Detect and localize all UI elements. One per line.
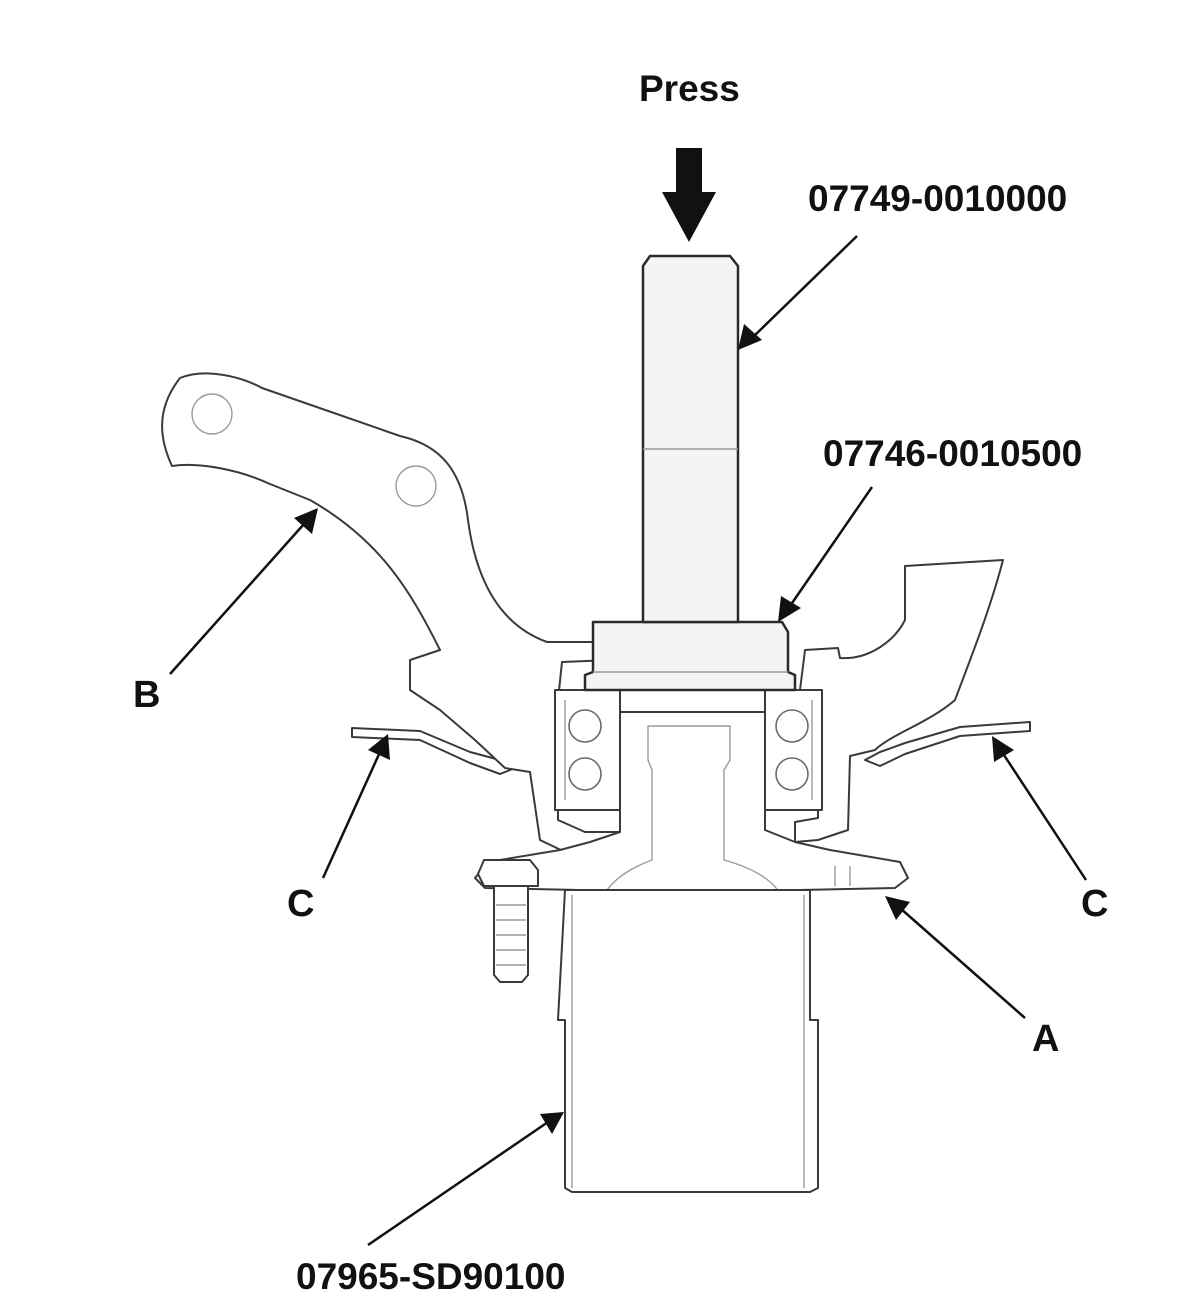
leader-c-right: [992, 736, 1088, 881]
leader-07749: [738, 235, 858, 350]
leader-a: [885, 896, 1026, 1019]
bearing-ball: [775, 709, 809, 743]
leader-b: [169, 508, 318, 675]
leader-c-left: [321, 734, 390, 879]
support-part-number: 07965-SD90100: [296, 1256, 566, 1297]
knuckle: [161, 372, 621, 863]
bearing-housing-right: [764, 689, 823, 811]
attachment-tool: [583, 620, 797, 692]
label-c-left: C: [287, 883, 315, 925]
knuckle-right-arm: [794, 559, 1004, 843]
support-base-tool: [557, 889, 819, 1193]
driver-tool: [641, 254, 740, 624]
label-b: B: [133, 674, 161, 716]
attachment-part-number: 07746-0010500: [823, 433, 1083, 474]
knuckle-hole-upper: [191, 393, 233, 435]
label-c-right: C: [1081, 883, 1109, 925]
bearing-ball: [568, 709, 602, 743]
press-arrow: [662, 148, 716, 242]
leader-07965: [367, 1112, 564, 1247]
label-a: A: [1032, 1018, 1060, 1060]
leader-07746: [778, 486, 874, 622]
wheel-stud-head: [477, 859, 539, 887]
bearing-ball: [775, 757, 809, 791]
driver-part-number: 07749-0010000: [808, 178, 1068, 219]
splash-shield-right: [864, 721, 1031, 767]
bearing-ball: [568, 757, 602, 791]
wheel-stud: [493, 885, 529, 983]
press-label: Press: [639, 68, 740, 109]
knuckle-hole-lower: [395, 465, 437, 507]
